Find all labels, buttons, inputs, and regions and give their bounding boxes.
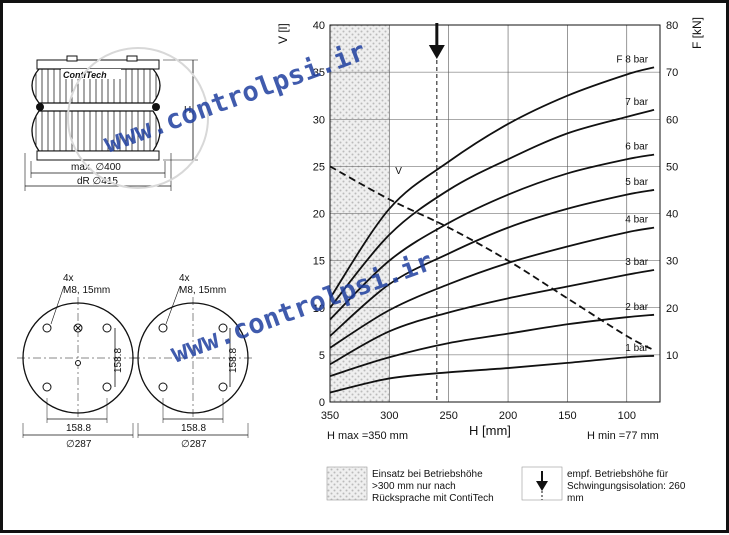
x-tick-300: 300: [380, 410, 398, 422]
y-right-axis-label: F [kN]: [690, 17, 704, 49]
y-left-tick-40: 40: [313, 20, 325, 32]
dim-287-right: ∅287: [181, 439, 207, 450]
y-left-tick-5: 5: [319, 350, 325, 362]
y-right-tick-20: 20: [666, 303, 678, 315]
y-left-tick-25: 25: [313, 161, 325, 173]
legend-arrow-text-content-line-1: Schwingungsisolation: 260: [567, 481, 686, 492]
force-curve-5-bar: [329, 189, 655, 337]
legend-arrow-text-content-line-2: mm: [567, 493, 584, 504]
force-curve-3-bar: [329, 269, 655, 366]
max-diameter-label: max. ∅400: [71, 162, 121, 173]
height-label: H: [184, 105, 191, 116]
force-curve-4-bar: [329, 226, 655, 349]
y-right-tick-50: 50: [666, 161, 678, 173]
y-right-tick-70: 70: [666, 67, 678, 79]
dim-158-h-left: 158.8: [66, 423, 91, 434]
x-tick-100: 100: [618, 410, 636, 422]
y-right-tick-60: 60: [666, 114, 678, 126]
x-tick-200: 200: [499, 410, 517, 422]
x-axis-label: H [mm]: [469, 423, 511, 438]
volume-curve-label: V: [395, 166, 402, 177]
legend-hatch-text-content-line-1: >300 mm nur nach: [372, 481, 456, 492]
force-curve-label-3: 3 bar: [625, 257, 648, 268]
force-curve-label-8: F 8 bar: [616, 54, 648, 65]
dim-158-v-right: 158.8: [228, 348, 239, 373]
x-tick-250: 250: [440, 410, 458, 422]
legend-hatch-text-content: Einsatz bei Betriebshöhe: [372, 469, 483, 480]
force-curve-1-bar: [329, 354, 655, 394]
legend-hatch-text: Einsatz bei Betriebshöhe>300 mm nur nach…: [372, 469, 494, 504]
dim-158-h-right: 158.8: [181, 423, 206, 434]
y-left-tick-35: 35: [313, 67, 325, 79]
force-curve-label-4: 4 bar: [625, 215, 648, 226]
force-curve-2-bar: [329, 313, 655, 377]
bolt-spec-right: 4x: [179, 273, 190, 284]
hmax-label: H max =350 mm: [327, 430, 408, 442]
dim-287-left: ∅287: [66, 439, 92, 450]
axis-ticks: 350 300 250 200 150 100 0 5 10 15 20 25 30 35 40 10 20 30…: [313, 20, 679, 422]
y-left-tick-0: 0: [319, 397, 325, 409]
volume-curve: [329, 165, 655, 351]
y-left-tick-15: 15: [313, 256, 325, 268]
y-right-tick-30: 30: [666, 256, 678, 268]
force-curve-label-5: 5 bar: [625, 177, 648, 188]
recommended-height-arrowhead-icon: [428, 45, 445, 59]
force-curve-label-1: 1 bar: [625, 343, 648, 354]
x-tick-350: 350: [321, 410, 339, 422]
bolt-spec-left: 4x: [63, 273, 74, 284]
y-right-tick-80: 80: [666, 20, 678, 32]
bolt-spec-right-line-1: M8, 15mm: [179, 285, 226, 296]
y-right-tick-40: 40: [666, 209, 678, 221]
hmin-label: H min =77 mm: [587, 430, 659, 442]
chart-legend: Einsatz bei Betriebshöhe>300 mm nur nach…: [326, 466, 686, 504]
dr-diameter-label: dR ∅415: [77, 176, 118, 187]
force-curve-label-7: 7 bar: [625, 97, 648, 108]
bolt-spec-left-line-1: M8, 15mm: [63, 285, 110, 296]
seal-watermark: [67, 47, 209, 189]
force-curve-label-2: 2 bar: [625, 302, 648, 313]
dim-158-v-left: 158.8: [113, 348, 124, 373]
y-left-tick-20: 20: [313, 209, 325, 221]
legend-arrow-head-icon: [536, 481, 548, 491]
y-left-tick-30: 30: [313, 114, 325, 126]
plot-frame: [329, 24, 661, 403]
x-tick-150: 150: [558, 410, 576, 422]
force-curve-7-bar: [329, 108, 655, 309]
force-volume-chart: 1 bar 2 bar 3 bar 4 bar 5 bar 6 bar 7 bar F 8 b…: [276, 17, 704, 442]
contitech-logo: ContiTech: [63, 70, 107, 80]
legend-arrow-text-content: empf. Betriebshöhe für: [567, 469, 669, 480]
y-right-tick-10: 10: [666, 350, 678, 362]
force-curves: 1 bar 2 bar 3 bar 4 bar 5 bar 6 bar 7 bar F 8 b…: [329, 23, 655, 402]
force-curve-8-bar: [329, 66, 655, 299]
air-spring-drawing: ContiTech max. ∅400 dR ∅415 H: [24, 47, 209, 191]
y-left-tick-10: 10: [313, 303, 325, 315]
legend-hatch-swatch: [326, 466, 368, 501]
force-curve-label-6: 6 bar: [625, 142, 648, 153]
y-left-axis-label: V [l]: [276, 23, 290, 44]
legend-hatch-text-content-line-2: Rücksprache mit ContiTech: [372, 493, 494, 504]
force-curve-6-bar: [329, 153, 655, 321]
